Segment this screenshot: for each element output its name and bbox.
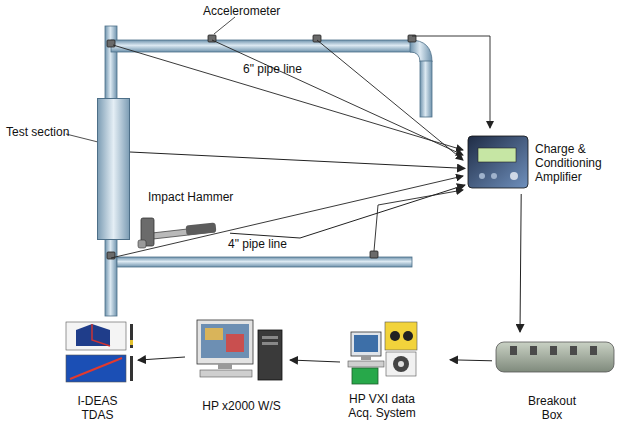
annotation-label: 6" pipe line <box>243 62 302 76</box>
workstation-device <box>197 320 282 380</box>
signal-connector <box>130 152 465 168</box>
leader-line <box>214 17 235 34</box>
leader-lines <box>66 17 235 142</box>
accelerometer <box>107 40 115 47</box>
signal-connector <box>138 357 185 360</box>
node-label: Impact Hammer <box>148 190 236 204</box>
breakout-box-node: Breakout Box <box>492 332 617 428</box>
analysis-screens <box>66 322 133 382</box>
four-inch-pipe <box>117 257 412 267</box>
node-label: I-DEAS TDAS <box>70 394 125 422</box>
node-label: HP x2000 W/S <box>193 399 290 413</box>
accelerometer <box>313 35 321 42</box>
sensor-wires <box>111 36 490 258</box>
accelerometer <box>370 251 378 258</box>
sensor-wire <box>111 176 463 258</box>
annotation-label: 4" pipe line <box>228 237 287 251</box>
amplifier-device <box>468 136 528 188</box>
signal-connector <box>520 194 521 332</box>
sensor-wire <box>374 190 463 251</box>
impact-hammer-node: Impact Hammer <box>138 190 230 250</box>
node-label: Breakout Box <box>522 394 582 422</box>
breakout-box-device <box>496 342 614 372</box>
node-label: Test section <box>6 125 86 139</box>
node-label: Charge & Conditioning Amplifier <box>535 142 617 184</box>
test-section: Test section <box>97 98 130 240</box>
signal-connector <box>290 360 340 362</box>
sensor-wire <box>113 45 463 150</box>
sensor-wire <box>412 36 490 128</box>
pipe-riser <box>420 61 432 117</box>
sensor-wire <box>317 40 463 160</box>
leader-line <box>66 134 98 142</box>
six-inch-pipe <box>111 40 411 52</box>
analysis-software-node: I-DEAS TDAS <box>58 318 138 426</box>
pipe-network <box>105 26 432 316</box>
pipe-elbow <box>410 40 432 62</box>
workstation-node: HP x2000 W/S <box>185 315 290 415</box>
amplifier-node: Charge & Conditioning Amplifier <box>465 130 617 194</box>
node-label: HP VXI data Acq. System <box>342 392 422 420</box>
accelerometers <box>107 35 416 259</box>
signal-connector <box>230 185 465 238</box>
signal-connector <box>450 360 492 361</box>
impact-hammer <box>138 218 216 248</box>
annotation-label: Accelerometer <box>203 4 280 18</box>
vxi-system-device <box>348 322 417 384</box>
acquisition-system-node: HP VXI data Acq. System <box>340 318 450 428</box>
